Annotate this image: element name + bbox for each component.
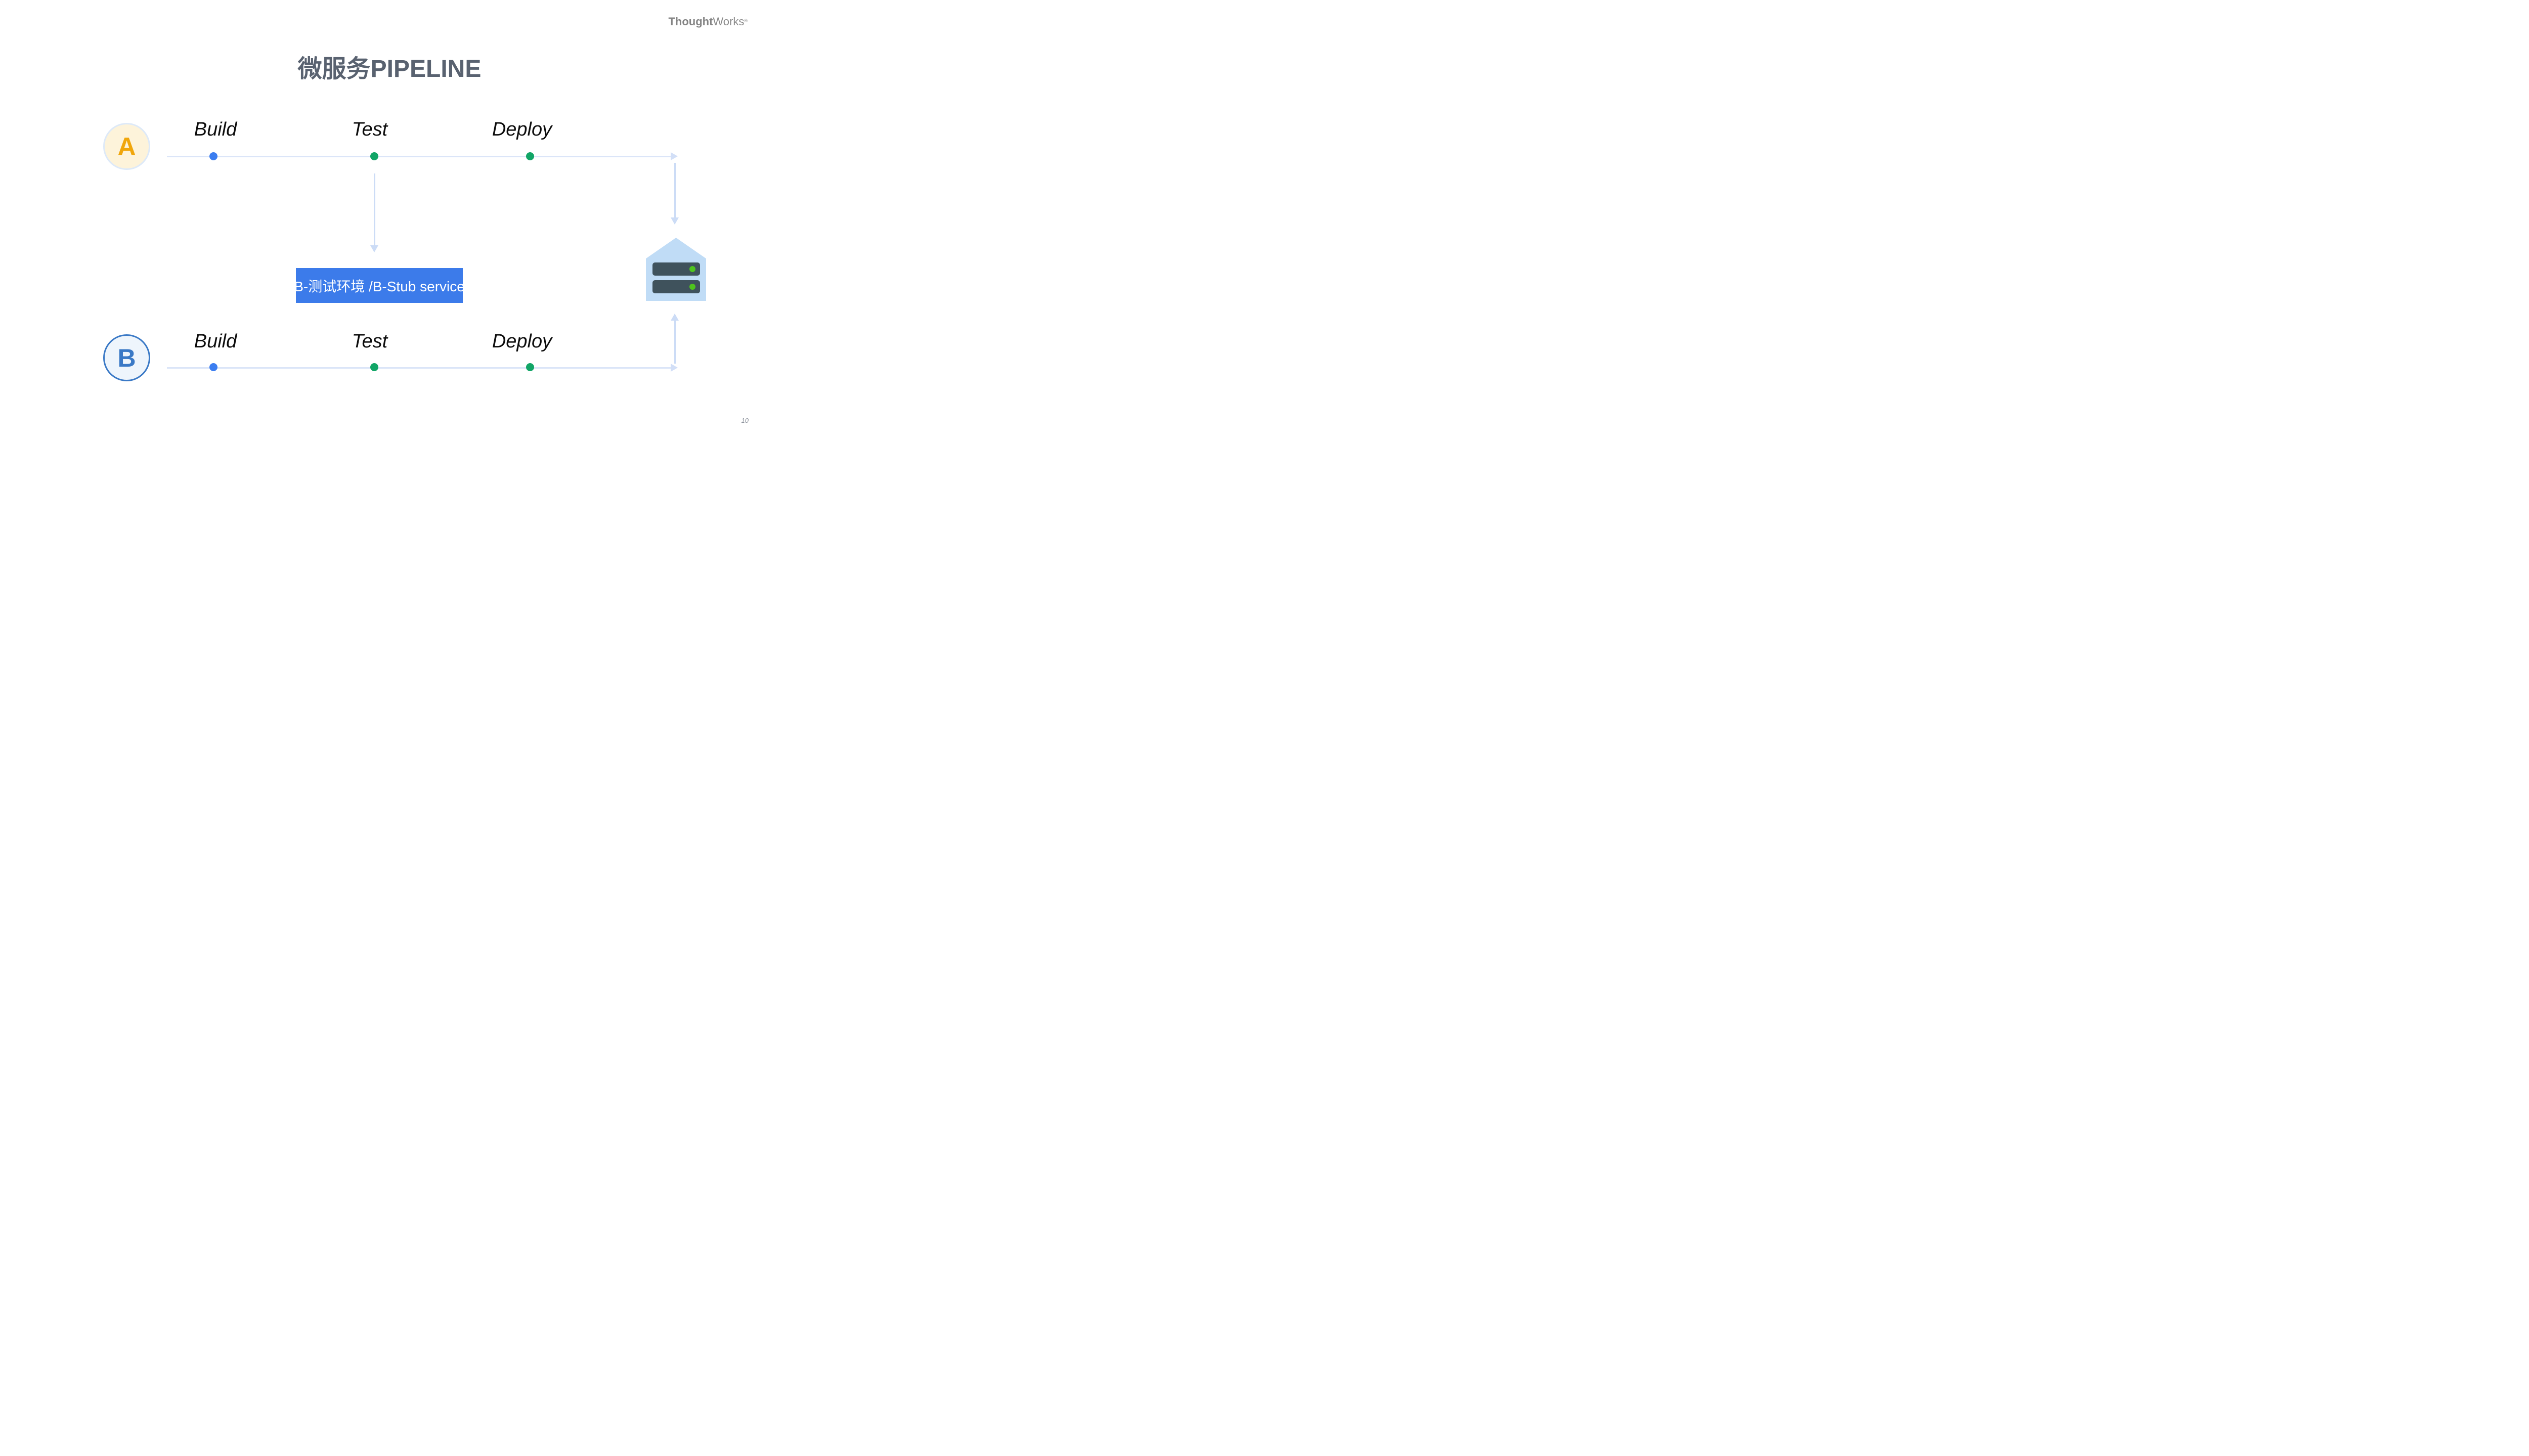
stage-label-b-deploy: Deploy — [492, 331, 552, 352]
pipeline-a-line — [167, 156, 671, 157]
deploy-to-server-connector — [674, 163, 676, 217]
service-a-badge: A — [103, 123, 150, 170]
stub-environment-label: B-测试环境 /B-Stub service — [294, 278, 465, 294]
service-b-badge: B — [103, 334, 150, 381]
pipeline-a-arrow-right-icon — [671, 152, 678, 160]
thoughtworks-logo: ThoughtWorks® — [668, 15, 748, 28]
stage-label-b-build: Build — [194, 331, 237, 352]
stage-label-b-test: Test — [352, 331, 388, 352]
server-led-icon — [689, 266, 695, 272]
stage-label-a-build: Build — [194, 119, 237, 140]
pipeline-b-line — [167, 367, 671, 369]
service-a-letter: A — [117, 132, 136, 161]
test-to-stub-arrow-down-icon — [370, 245, 378, 252]
page-number: 10 — [741, 417, 749, 424]
registered-mark: ® — [744, 18, 748, 23]
stage-dot-b-test — [370, 363, 378, 371]
logo-text-bold: Thought — [668, 15, 713, 28]
b-to-server-arrow-up-icon — [671, 314, 679, 321]
deploy-to-server-arrow-down-icon — [671, 217, 679, 225]
stage-dot-a-deploy — [526, 152, 534, 160]
stage-dot-a-test — [370, 152, 378, 160]
server-icon — [646, 238, 706, 301]
stage-label-a-test: Test — [352, 119, 388, 140]
slide: ThoughtWorks® 微服务PIPELINE A Build Test D… — [0, 0, 779, 438]
server-rack-bar — [652, 280, 700, 293]
logo-text-light: Works — [713, 15, 745, 28]
service-b-letter: B — [117, 343, 136, 372]
server-rack-bar — [652, 262, 700, 276]
stage-dot-b-build — [209, 363, 217, 371]
stage-dot-b-deploy — [526, 363, 534, 371]
b-to-server-connector — [674, 321, 676, 364]
page-title: 微服务PIPELINE — [297, 56, 482, 82]
test-to-stub-connector — [374, 173, 375, 245]
server-led-icon — [689, 284, 695, 290]
stub-environment-box: B-测试环境 /B-Stub service — [294, 268, 465, 303]
pipeline-b-arrow-right-icon — [671, 364, 678, 372]
stage-label-a-deploy: Deploy — [492, 119, 552, 140]
stage-dot-a-build — [209, 152, 217, 160]
